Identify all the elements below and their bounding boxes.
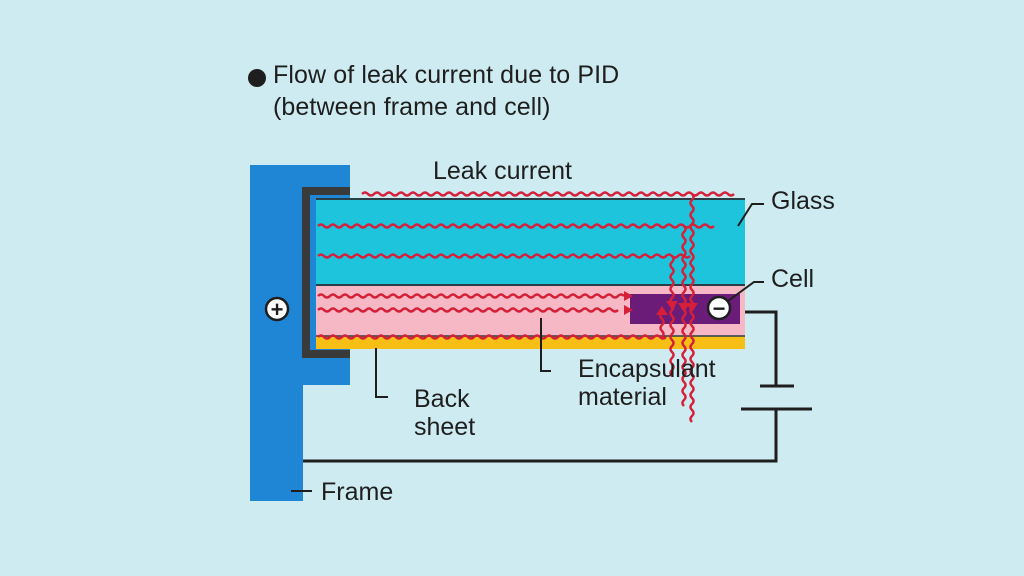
leak-current-path-back-sheet	[317, 312, 667, 340]
back-sheet-label-line-1: Back	[414, 385, 470, 413]
arrowhead-5	[624, 305, 633, 315]
arrowhead-1	[686, 303, 698, 312]
arrowhead-6	[656, 306, 668, 315]
negative-sign: −	[713, 296, 726, 321]
frame	[250, 165, 303, 501]
circuit-wire	[303, 310, 812, 463]
glass-label: Glass	[771, 187, 835, 215]
title-bullet	[248, 69, 266, 87]
back-sheet-leader	[375, 348, 388, 398]
encapsulant-label-line-2: material	[578, 383, 667, 411]
arrowhead-3	[666, 301, 678, 310]
arrowhead-4	[624, 291, 633, 301]
cell-label: Cell	[771, 265, 815, 293]
back-sheet-label-line-2: sheet	[414, 413, 476, 441]
positive-sign: +	[271, 297, 284, 322]
negative-terminal: −	[706, 295, 732, 321]
leak-current-paths	[317, 191, 735, 423]
arrowhead-2	[678, 303, 690, 312]
title-line-1: Flow of leak current due to PID	[273, 61, 620, 89]
encapsulant-leader	[540, 318, 551, 372]
leak-current-path-glass-low	[317, 253, 691, 377]
frame-label: Frame	[321, 478, 394, 506]
cell-leader	[727, 281, 764, 302]
leader-lines	[291, 203, 764, 492]
leak-current-path-encapsulant-upper	[317, 293, 625, 299]
positive-terminal: +	[264, 296, 290, 322]
glass-layer	[316, 198, 745, 285]
frame-bracket	[302, 187, 350, 358]
title-line-2: (between frame and cell)	[273, 93, 551, 121]
leak-current-label: Leak current	[433, 157, 572, 185]
leak-current-path-encapsulant-lower	[317, 307, 619, 313]
leak-current-arrowheads	[624, 291, 698, 315]
encapsulant-label-line-1: Encapsulant	[578, 355, 716, 383]
glass-leader	[737, 203, 764, 227]
